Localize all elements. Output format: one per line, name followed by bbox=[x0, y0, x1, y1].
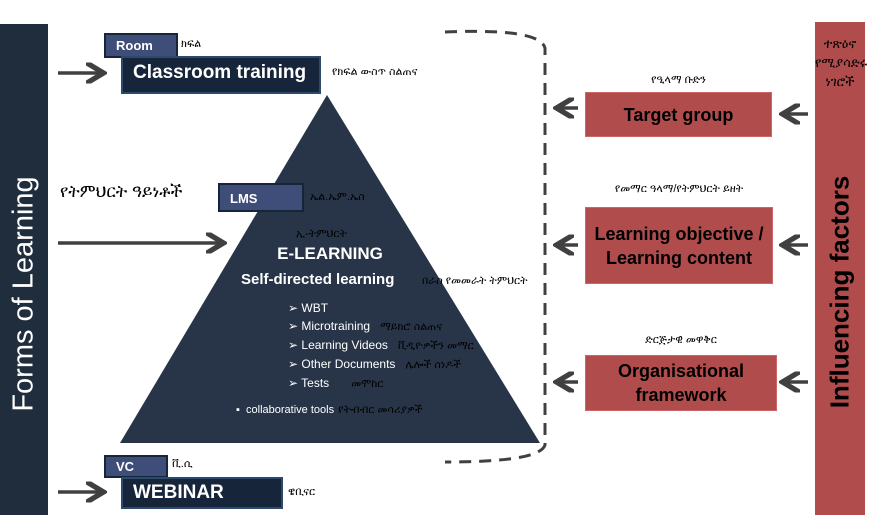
elearning-subtitle-amharic: በራስ የመመራት ትምህርት bbox=[422, 275, 528, 287]
target-group-box: Target group bbox=[585, 92, 772, 137]
vc-tag-amharic: ቪ.ሲ bbox=[172, 458, 193, 470]
classroom-training-box: Classroom training bbox=[121, 56, 321, 94]
lms-tag: LMS bbox=[218, 183, 304, 212]
influencing-factors-amharic: ተጽዕኖ የሚያሳድሩ ነገሮች bbox=[815, 36, 868, 89]
elearning-title: E-LEARNING bbox=[277, 244, 383, 263]
collab-label: collaborative tools bbox=[246, 404, 335, 416]
webinar-box: WEBINAR bbox=[121, 477, 283, 509]
item-amharic: መሞከር bbox=[351, 378, 384, 390]
elearning-subtitle: Self-directed learning bbox=[241, 271, 395, 288]
item-amharic: ማይክሮ ስልጠና bbox=[380, 321, 443, 333]
learning-objective-amharic: የመማር ዓላማ/የትምህርት ይዘት bbox=[614, 183, 744, 195]
item-label: Other Documents bbox=[301, 357, 396, 371]
room-tag-amharic: ክፍል bbox=[181, 38, 202, 50]
elearning-triangle bbox=[120, 95, 540, 443]
lms-tag-amharic: ኤል.ኤም.ኤስ bbox=[310, 191, 365, 203]
vc-tag: VC bbox=[104, 455, 168, 478]
collab-amharic: የትብብር መሳሪያዎች bbox=[338, 404, 423, 416]
item-label: WBT bbox=[301, 301, 329, 315]
item-label: Microtraining bbox=[301, 319, 371, 333]
webinar-amharic: ዌቢናር bbox=[288, 486, 316, 498]
organisational-framework-box: Organisational framework bbox=[585, 355, 777, 411]
classroom-amharic: የክፍል ውስጥ ስልጠና bbox=[332, 66, 418, 78]
item-label: Learning Videos bbox=[301, 338, 388, 352]
item-label: Tests bbox=[301, 376, 330, 390]
dashed-bracket bbox=[444, 29, 547, 464]
room-tag: Room bbox=[104, 33, 178, 58]
item-amharic: ሌሎች ሰነዶች bbox=[405, 359, 462, 371]
target-group-amharic: የዒላማ ቡድን bbox=[651, 74, 706, 86]
learning-objective-box: Learning objective / Learning content bbox=[585, 207, 773, 284]
organisational-framework-amharic: ድርጅታዊ መዋቅር bbox=[645, 334, 717, 346]
forms-amharic-label: የትምህርት ዓይነቶች bbox=[60, 182, 183, 201]
item-amharic: ቪዲዮዎችን መማር bbox=[397, 340, 474, 352]
elearning-amharic: ኢ-ትምህርት bbox=[296, 228, 347, 240]
list-item: ➢ WBT bbox=[288, 301, 329, 315]
forms-of-learning-bar: Forms of Learning bbox=[0, 24, 48, 515]
influencing-factors-bar: ተጽዕኖ የሚያሳድሩ ነገሮች Influencing factors bbox=[815, 22, 868, 515]
